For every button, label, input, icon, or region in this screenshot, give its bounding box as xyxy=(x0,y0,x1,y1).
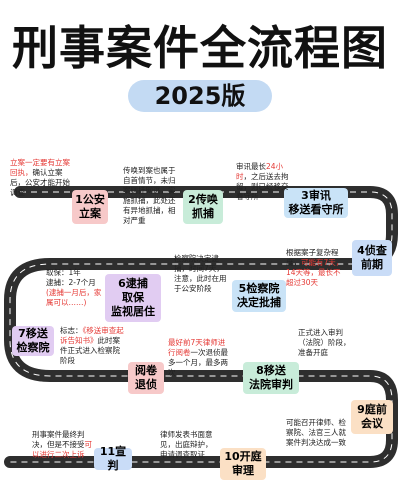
step-label: 11宣判 xyxy=(99,445,127,472)
step-label: 1公安 立案 xyxy=(75,193,105,220)
step-8-transfer-court: 8移送 法院审判 xyxy=(243,362,299,394)
step-label: 阅卷 退侦 xyxy=(135,364,157,391)
note-investigation: 根据案子复杂程度，可能有7天，14天等，最长不超过30天 xyxy=(286,248,344,287)
step-9-pretrial-meeting: 9庭前 会议 xyxy=(351,400,393,434)
step-review-return-investigation: 阅卷 退侦 xyxy=(128,362,164,394)
step-label: 7移送 检察院 xyxy=(16,327,50,354)
step-1-filing: 1公安 立案 xyxy=(72,190,108,224)
note-transfer-procuratorate: 标志：《移送审查起诉告知书》此时案件正式进入检察院阶段 xyxy=(60,326,124,365)
step-label: 6逮捕 取保 监视居住 xyxy=(111,277,155,318)
note-filing: 立案一定要有立案回执，确认立案后，公安才能开始调查 xyxy=(10,158,70,197)
step-6-arrest-bail: 6逮捕 取保 监视居住 xyxy=(105,274,161,322)
note-review: 最好前7天律师进行阅卷一次退侦最多一个月，最多两次 xyxy=(168,338,228,377)
note-interrogation: 审讯最长24小时，之后送去拘留，则已经移交看守所 xyxy=(236,162,289,201)
note-trial: 律师发表书面意见，出庭辩护，申请调查取证 xyxy=(160,430,213,459)
step-7-transfer-procuratorate: 7移送 检察院 xyxy=(12,326,54,356)
note-transfer-court: 正式进入审判（法院）阶段，准备开庭 xyxy=(298,328,351,357)
step-label: 3审讯 移送看守所 xyxy=(288,189,344,216)
page-title: 刑事案件全流程图 xyxy=(12,21,388,75)
step-label: 4侦查 前期 xyxy=(357,244,387,271)
step-11-verdict: 11宣判 xyxy=(94,445,132,472)
note-approval: 检察院决定逮捕，时间7天，注意，此时在用于公安阶段 xyxy=(174,254,227,293)
step-5-procuratorate-approval: 5检察院 决定批捕 xyxy=(232,280,286,312)
note-arrest-bail: 取保：1年 逮捕：2-7个月 (逮捕一月后，家属可以……) xyxy=(46,268,102,307)
step-label: 8移送 法院审判 xyxy=(249,364,293,391)
step-3-interrogation: 3审讯 移送看守所 xyxy=(284,188,348,218)
step-4-investigation: 4侦查 前期 xyxy=(352,240,392,276)
note-summons: 传唤到案也属于自首情节，未归案则挂网逃，实施抓捕，此处还有异地抓捕，相对严重 xyxy=(123,166,176,225)
step-10-trial: 10开庭 审理 xyxy=(220,448,266,480)
note-verdict: 刑事案件最终判决，但是不接受可以进行二次上诉 xyxy=(32,430,92,459)
step-label: 9庭前 会议 xyxy=(357,403,387,430)
step-label: 5检察院 决定批捕 xyxy=(237,282,281,309)
step-label: 10开庭 审理 xyxy=(224,450,262,477)
note-pretrial: 可能召开律师、检察院、法官三人就案件判决达成一致 xyxy=(286,418,346,447)
step-label: 2传唤 抓捕 xyxy=(188,193,218,220)
step-2-summons-arrest: 2传唤 抓捕 xyxy=(183,190,223,224)
year-badge: 2025版 xyxy=(128,80,272,112)
